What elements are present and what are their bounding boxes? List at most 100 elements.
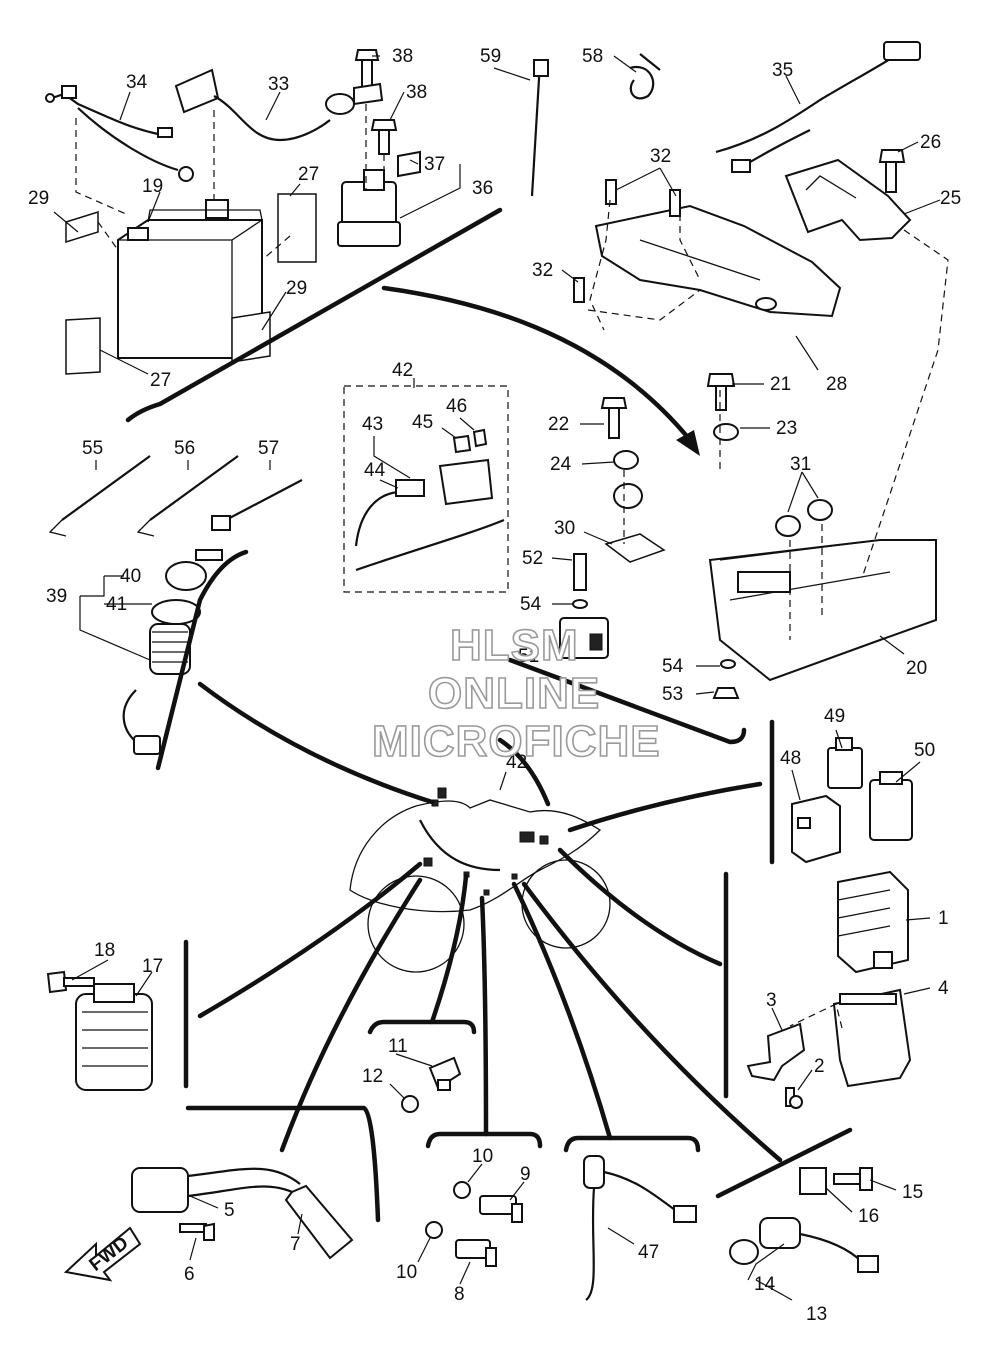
relay-48[interactable] (791, 794, 841, 864)
label-7: 7 (290, 1234, 301, 1255)
o-ring-14[interactable] (729, 1239, 759, 1265)
cable-tie-56[interactable] (136, 455, 239, 537)
bolt-52[interactable] (573, 553, 587, 591)
relay-bolt-lower[interactable] (370, 119, 398, 155)
nut-53[interactable] (712, 687, 740, 699)
bolt-22[interactable] (600, 397, 628, 439)
label-47: 47 (638, 1242, 659, 1263)
label-43: 43 (362, 414, 383, 435)
sensor-47[interactable] (583, 1155, 697, 1301)
battery-pad-bottom[interactable] (231, 311, 271, 363)
relay-bolt-upper[interactable] (353, 49, 384, 106)
label-51: 51 (518, 646, 539, 667)
label-32: 32 (650, 146, 671, 167)
cable-clamp-58[interactable] (629, 53, 661, 100)
battery-box[interactable] (708, 539, 937, 682)
bracket-16[interactable] (799, 1167, 827, 1195)
battery-minus-lead[interactable] (45, 85, 194, 182)
bolt-15[interactable] (833, 1167, 873, 1191)
label-18: 18 (94, 940, 115, 961)
label-1: 1 (938, 908, 949, 929)
bolt-26[interactable] (878, 149, 906, 193)
fuse-box[interactable] (354, 428, 505, 572)
label-3: 3 (766, 990, 777, 1011)
grommet[interactable] (613, 483, 643, 509)
part-number-labels: 38 38 37 36 34 33 19 27 29 29 27 59 58 3… (28, 46, 961, 1325)
cable-tie-57[interactable] (211, 479, 303, 531)
bolt-18[interactable] (46, 970, 95, 994)
label-49: 49 (824, 706, 845, 727)
label-17: 17 (142, 956, 163, 977)
ecu-unit[interactable] (837, 870, 909, 974)
label-33: 33 (268, 74, 289, 95)
gasket-10b[interactable] (425, 1221, 443, 1239)
ecu-holder[interactable] (832, 988, 912, 1088)
label-30: 30 (554, 518, 575, 539)
washer-54b[interactable] (720, 659, 736, 669)
label-10: 10 (396, 1262, 417, 1283)
screw-32c[interactable] (573, 277, 585, 303)
label-54: 54 (662, 656, 684, 677)
label-44: 44 (364, 460, 386, 481)
label-13: 13 (806, 1304, 827, 1325)
label-54: 54 (520, 594, 542, 615)
battery-pad-left[interactable] (65, 210, 99, 244)
bolt-21[interactable] (706, 373, 736, 411)
gasket-12[interactable] (401, 1095, 419, 1113)
label-40: 40 (120, 566, 141, 587)
label-6: 6 (184, 1264, 195, 1285)
label-23: 23 (776, 418, 797, 439)
damper-31b[interactable] (807, 499, 833, 521)
switch-9[interactable] (479, 1195, 523, 1223)
relay-49[interactable] (827, 737, 863, 789)
bracket-3[interactable] (746, 1022, 806, 1082)
starter-relay-51[interactable] (559, 617, 609, 659)
gasket-10a[interactable] (453, 1181, 471, 1199)
cable-tie-55[interactable] (48, 455, 151, 537)
label-2: 2 (814, 1056, 825, 1077)
sensor-13[interactable] (759, 1217, 879, 1273)
label-26: 26 (920, 132, 941, 153)
switch-8[interactable] (455, 1239, 497, 1267)
battery-box-cover[interactable] (594, 204, 842, 318)
wire-harness-35[interactable] (715, 41, 921, 173)
watermark-line-2: ONLINE (428, 669, 600, 718)
bolt-6[interactable] (179, 1222, 215, 1241)
battery-plus-lead[interactable] (174, 68, 355, 142)
forward-arrow-icon: FWD (63, 1226, 142, 1282)
label-21: 21 (770, 374, 791, 395)
bolt-2[interactable] (785, 1087, 803, 1109)
battery-box-group (381, 41, 949, 745)
label-12: 12 (362, 1066, 383, 1087)
label-35: 35 (772, 60, 793, 81)
damper-31a[interactable] (775, 515, 801, 537)
battery-pad-front[interactable] (65, 317, 101, 375)
ignition-coil[interactable] (131, 1167, 301, 1213)
plug-cap[interactable] (284, 1184, 354, 1260)
label-5: 5 (224, 1200, 235, 1221)
label-34: 34 (126, 72, 148, 93)
label-20: 20 (906, 658, 927, 679)
pad-30[interactable] (604, 533, 666, 563)
screw-32b[interactable] (669, 189, 681, 217)
connector-lines (197, 681, 783, 1163)
label-25: 25 (940, 188, 961, 209)
battery-pad-right[interactable] (277, 193, 317, 263)
label-38: 38 (406, 82, 427, 103)
collar-24[interactable] (613, 450, 639, 470)
watermark-line-3: MICROFICHE (372, 717, 661, 766)
label-27: 27 (150, 370, 171, 391)
screw-32a[interactable] (605, 179, 617, 205)
ignition-switch[interactable] (122, 549, 223, 755)
cable-tie-59[interactable] (530, 59, 549, 197)
collar-23[interactable] (713, 423, 739, 441)
label-15: 15 (902, 1182, 923, 1203)
label-9: 9 (520, 1164, 531, 1185)
washer-54a[interactable] (572, 599, 588, 609)
starter-relay[interactable] (337, 150, 421, 247)
label-42: 42 (506, 752, 527, 773)
relay-50[interactable] (869, 771, 913, 841)
sensor-11[interactable] (428, 1056, 462, 1091)
battery-bracket[interactable] (784, 158, 912, 242)
rectifier-regulator[interactable] (75, 983, 153, 1091)
